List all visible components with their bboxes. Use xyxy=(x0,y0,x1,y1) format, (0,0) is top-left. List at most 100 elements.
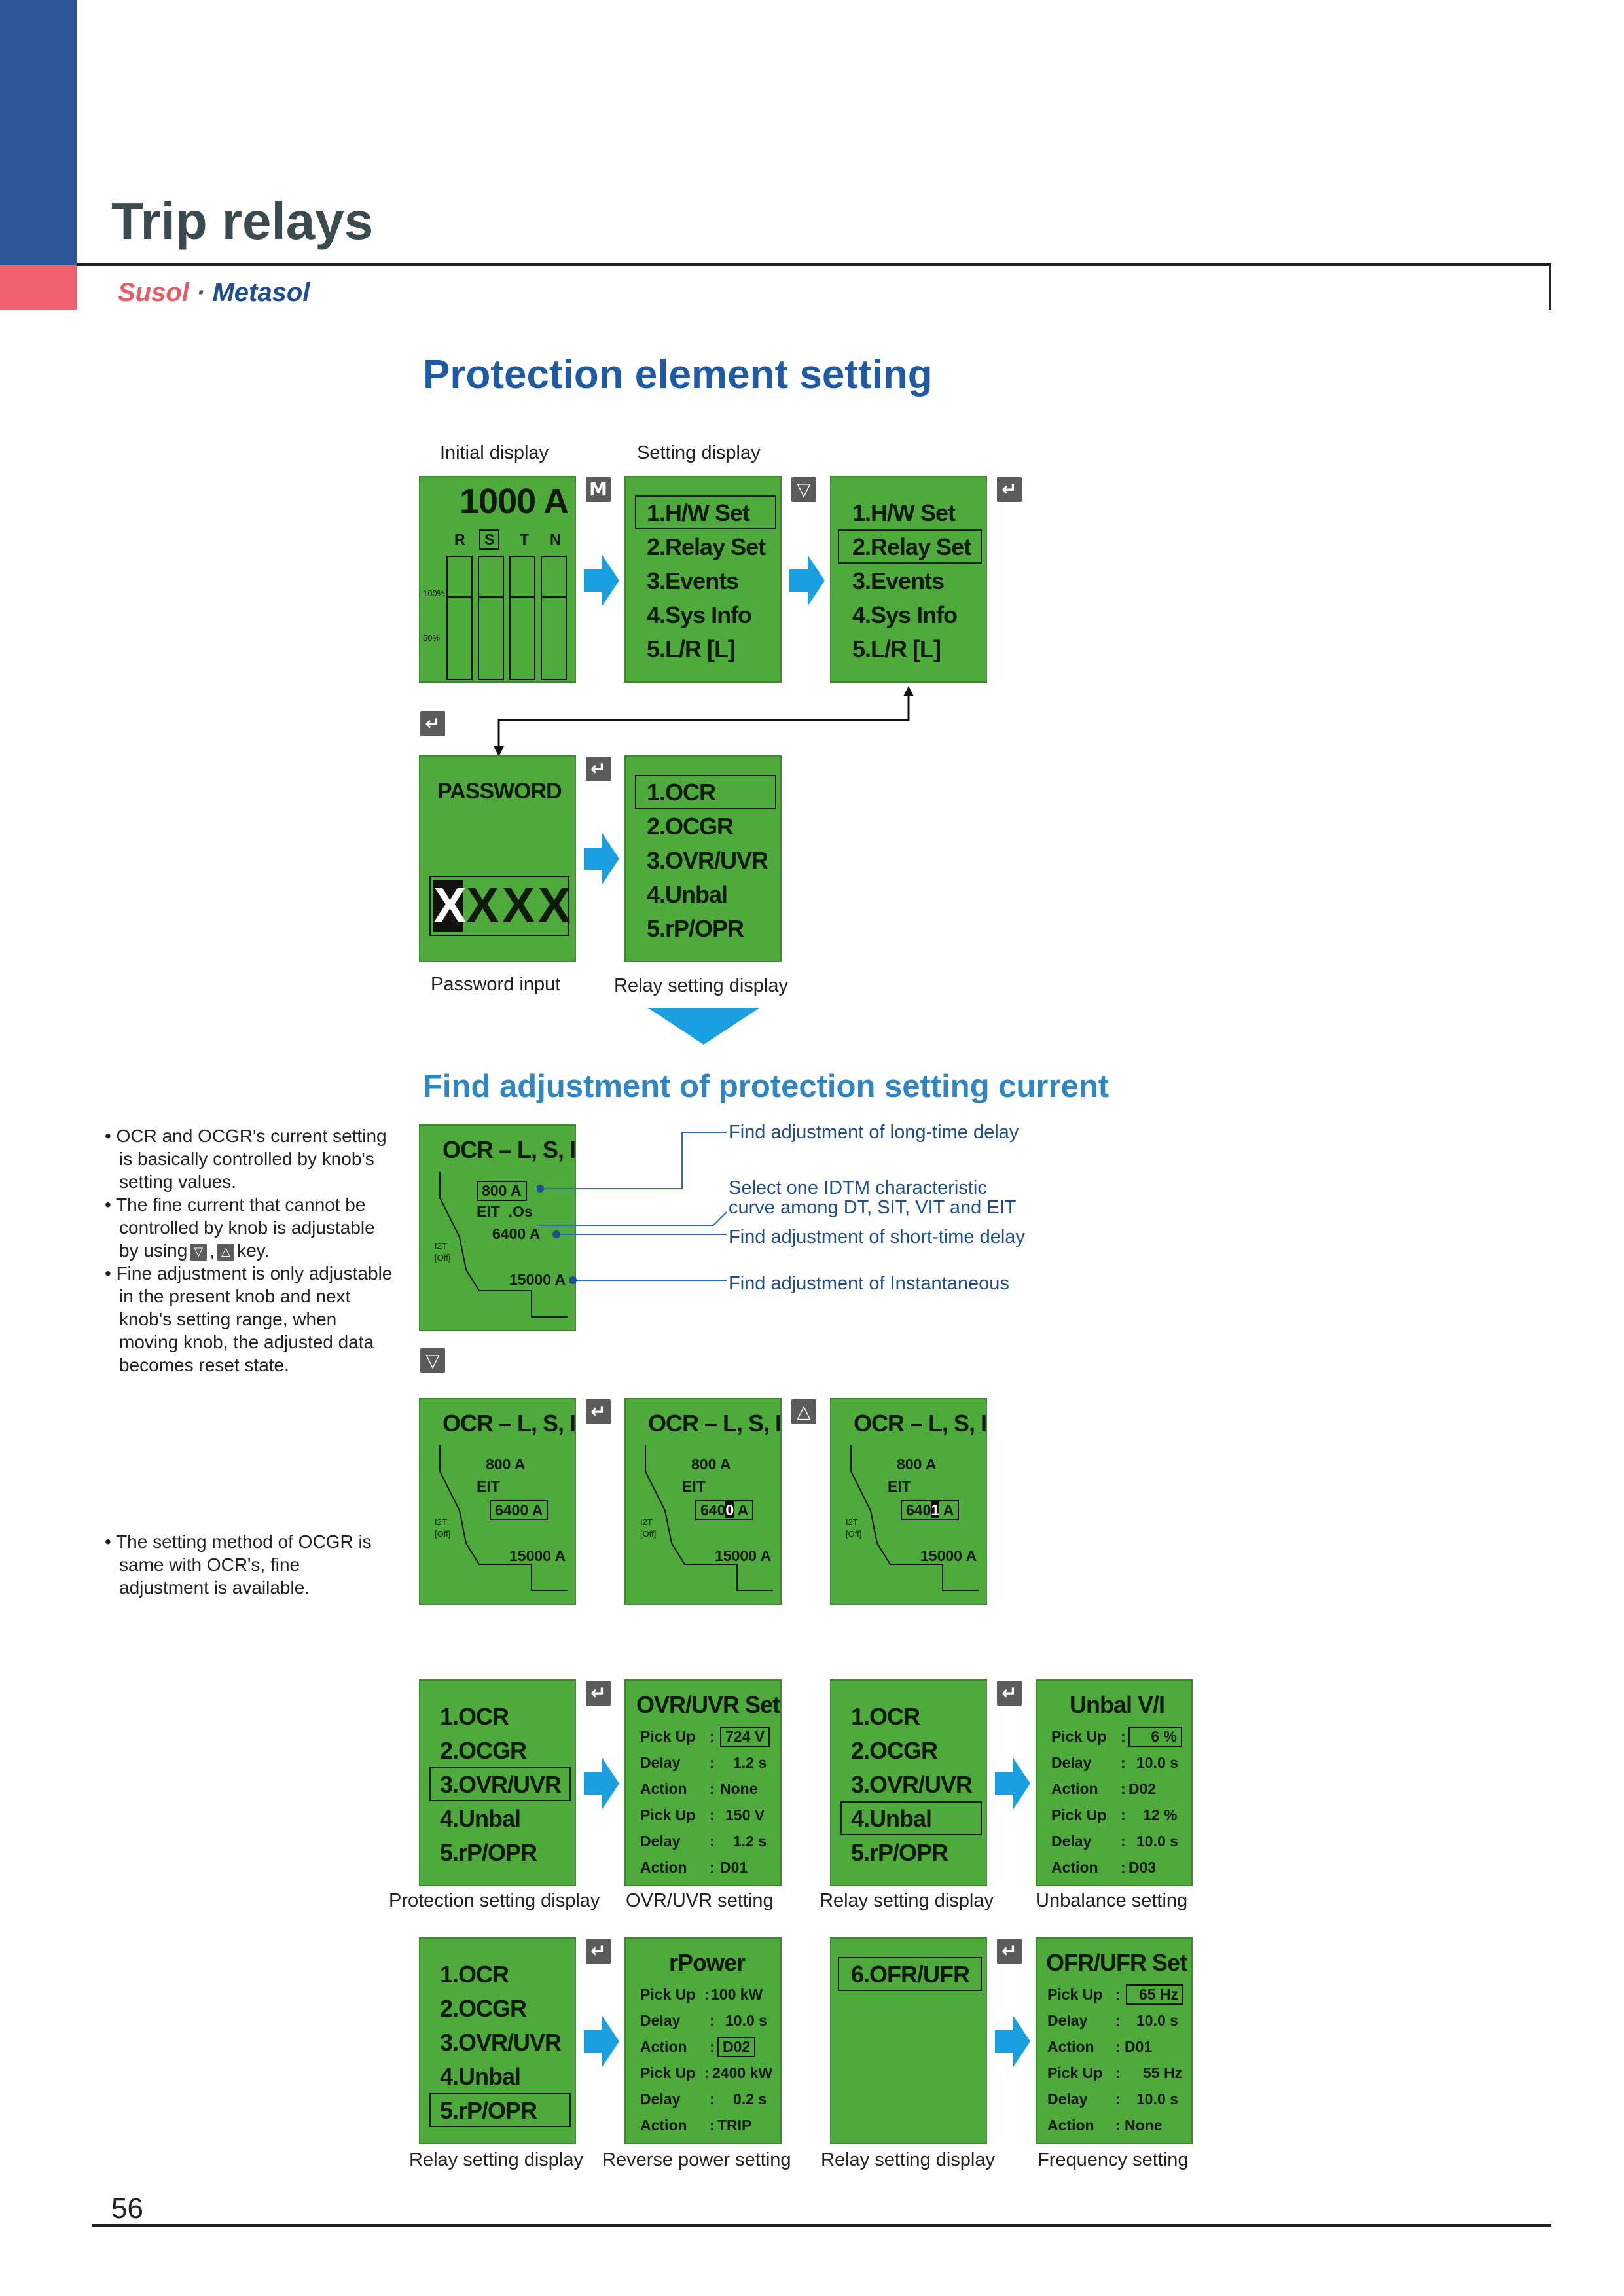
caption-password: Password input xyxy=(431,974,561,995)
row-value: 6 % xyxy=(1128,1727,1182,1747)
ocr-long-value: 800 A xyxy=(897,1456,937,1473)
row-label: Delay xyxy=(640,1833,681,1850)
row-label: Delay xyxy=(1051,1754,1092,1771)
brand-logo: Susol · Metasol xyxy=(118,278,310,307)
menu-item-unbal: 4.Unbal xyxy=(440,1805,521,1832)
footer-rule xyxy=(92,2224,1551,2227)
password-field[interactable]: X XXX xyxy=(429,876,571,936)
menu-item-ocr: 1.OCR xyxy=(440,1703,509,1730)
enter-key-icon[interactable]: ↵ xyxy=(586,1681,611,1706)
scale-100: 100% xyxy=(423,588,445,598)
down-key-icon[interactable]: ▽ xyxy=(791,477,816,502)
ocr-curve-value: EIT xyxy=(682,1478,706,1495)
menu-item-rp: 5.rP/OPR xyxy=(851,1839,948,1866)
ofr-title: OFR/UFR Set xyxy=(1046,1949,1187,1976)
bar-r xyxy=(446,556,473,680)
row-value: 100 kW xyxy=(711,1986,763,2003)
header-rule xyxy=(77,263,1551,266)
row-value: 10.0 s xyxy=(1136,2090,1178,2108)
menu-item-sysinfo: 4.Sys Info xyxy=(852,601,958,628)
caption-rpower: Reverse power setting xyxy=(602,2149,791,2170)
ocr-lcd-variant-2: OCR – L, S, I 800 A EIT 6400 A 15000 A I… xyxy=(624,1398,782,1605)
setting-display-lcd-2: 1.H/W Set 2.Relay Set 3.Events 4.Sys Inf… xyxy=(830,476,987,683)
caption-unbal: Unbalance setting xyxy=(1036,1890,1188,1911)
i2t-label: I2T xyxy=(846,1517,858,1527)
row-value: 10.0 s xyxy=(1136,1833,1178,1850)
phase-n: N xyxy=(550,531,561,548)
enter-key-icon[interactable]: ↵ xyxy=(586,1399,611,1424)
row-label: Delay xyxy=(640,2012,681,2029)
enter-key-icon[interactable]: ↵ xyxy=(586,1939,611,1964)
menu-item-ofr: 6.OFR/UFR xyxy=(851,1961,970,1988)
i2t-label: I2T xyxy=(435,1517,447,1527)
password-cursor-char: X xyxy=(433,878,467,933)
rpower-title: rPower xyxy=(669,1949,746,1976)
row-label: Action xyxy=(640,2117,687,2134)
up-key-icon[interactable]: △ xyxy=(791,1399,816,1424)
down-key-icon[interactable]: ▽ xyxy=(420,1348,445,1373)
annotation-long-time: Find adjustment of long-time delay xyxy=(729,1122,1019,1143)
row-value: 10.0 s xyxy=(1136,2012,1178,2029)
i2t-label: I2T xyxy=(640,1517,653,1527)
flow-arrow-icon xyxy=(789,555,825,606)
row-value: None xyxy=(720,1780,758,1797)
row-label: Action xyxy=(640,2038,687,2055)
row-sep: : xyxy=(1121,1780,1126,1797)
menu-item-events: 3.Events xyxy=(647,567,739,594)
row-label: Pick Up xyxy=(1047,1986,1103,2003)
row-label: Action xyxy=(1047,2038,1094,2055)
row-label: Delay xyxy=(640,1754,681,1771)
ocr-long-value: 800 A xyxy=(691,1456,731,1473)
row-sep: : xyxy=(1121,1859,1126,1876)
menu-item-rp: 5.rP/OPR xyxy=(440,1839,537,1866)
caption-relay-3: Relay setting display xyxy=(409,2149,583,2170)
ofr-ufr-lcd: OFR/UFR Set Pick Up:65 Hz Delay:10.0 s A… xyxy=(1036,1937,1193,2144)
row-value: 65 Hz xyxy=(1126,1984,1183,2005)
menu-item-sysinfo: 4.Sys Info xyxy=(647,601,752,628)
flow-arrow-icon xyxy=(995,2016,1030,2067)
ocr-inst-value: 15000 A xyxy=(509,1547,566,1564)
bullet-list-2: • The setting method of OCGR is same wit… xyxy=(105,1530,380,1599)
menu-item-ocr: 1.OCR xyxy=(440,1961,509,1988)
ocr-curve-value: EIT .Os xyxy=(477,1203,533,1220)
ocr-long-value: 800 A xyxy=(477,1181,527,1201)
row-value: 724 V xyxy=(720,1727,770,1747)
section-heading-protection: Protection element setting xyxy=(423,352,933,397)
enter-key-icon[interactable]: ↵ xyxy=(997,1939,1022,1964)
annotation-leaders xyxy=(537,1132,727,1284)
ovr-uvr-lcd: OVR/UVR Set Pick Up:724 V Delay:1.2 s Ac… xyxy=(624,1679,782,1886)
flow-arrow-icon xyxy=(584,833,619,884)
row-label: Delay xyxy=(640,2090,681,2108)
enter-key-icon[interactable]: ↵ xyxy=(997,1681,1022,1706)
row-value: 150 V xyxy=(725,1806,765,1823)
row-label: Action xyxy=(1047,2117,1094,2134)
enter-key-icon[interactable]: ↵ xyxy=(420,711,445,736)
ocr-short-value: 6400 A xyxy=(695,1500,754,1520)
ocr-short-value: 6400 A xyxy=(492,1225,541,1242)
ocr-short-value: 6400 A xyxy=(490,1500,549,1520)
row-label: Delay xyxy=(1051,1833,1092,1850)
enter-key-icon[interactable]: ↵ xyxy=(586,757,611,781)
relay-lcd-ofr-select: 6.OFR/UFR xyxy=(830,1937,987,2144)
ocr-inst-value: 15000 A xyxy=(920,1547,977,1564)
unbal-title: Unbal V/I xyxy=(1070,1691,1165,1718)
row-value: 10.0 s xyxy=(1136,1754,1178,1771)
menu-key-icon[interactable]: M xyxy=(586,477,611,502)
annotation-idtm-2: curve among DT, SIT, VIT and EIT xyxy=(729,1197,1017,1218)
menu-item-ovr: 3.OVR/UVR xyxy=(440,1771,562,1798)
row-value: 1.2 s xyxy=(733,1754,767,1771)
row-sep: : xyxy=(710,1780,715,1797)
row-label: Pick Up xyxy=(640,1728,696,1745)
menu-item-ovr: 3.OVR/UVR xyxy=(647,847,768,874)
enter-key-icon[interactable]: ↵ xyxy=(997,477,1022,502)
row-label: Action xyxy=(640,1859,687,1876)
ocr-title: OCR – L, S, I xyxy=(442,1410,576,1437)
caption-relay-4: Relay setting display xyxy=(821,2149,995,2170)
row-label: Pick Up xyxy=(640,1986,696,2003)
ocr-inst-value: 15000 A xyxy=(509,1271,566,1288)
annotation-idtm: Select one IDTM characteristic xyxy=(729,1177,987,1198)
menu-item-ocr: 1.OCR xyxy=(647,779,716,806)
menu-item-ovr: 3.OVR/UVR xyxy=(851,1771,973,1798)
phase-t: T xyxy=(520,531,530,548)
ocr-long-value: 800 A xyxy=(486,1456,526,1473)
